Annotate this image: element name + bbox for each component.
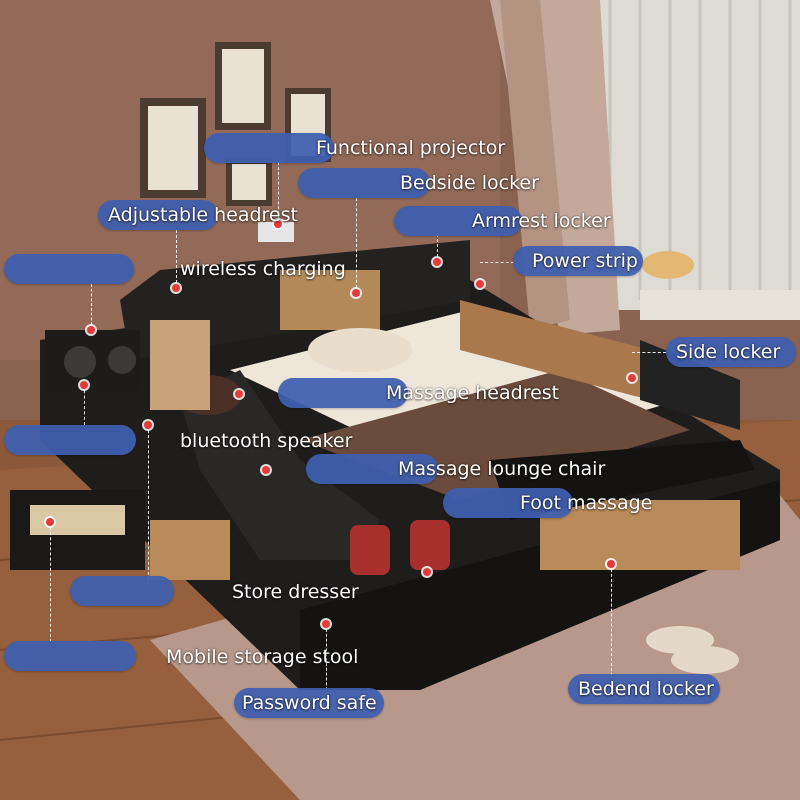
leader-line: [50, 522, 51, 642]
leader-line: [176, 230, 177, 288]
leader-line: [480, 262, 514, 263]
label-bluetooth-speaker: bluetooth speaker: [180, 430, 353, 452]
marker-projector: [274, 220, 282, 228]
label-store-dresser: Store dresser: [232, 581, 359, 603]
label-adjustable-headrest: Adjustable headrest: [108, 204, 298, 226]
callout-pill: [204, 133, 334, 163]
callout-pill: [568, 674, 720, 704]
leader-line: [91, 284, 92, 330]
marker-lounge-chair: [262, 466, 270, 474]
label-bedend-locker: Bedend locker: [578, 678, 714, 700]
callout-pill: [513, 246, 643, 276]
callout-pill: [4, 425, 136, 455]
marker-bedside-locker: [352, 289, 360, 297]
label-armrest-locker: Armrest locker: [472, 210, 611, 232]
leader-line: [356, 198, 357, 293]
callout-pill: [306, 454, 438, 484]
marker-armrest-locker: [433, 258, 441, 266]
callout-pill: [278, 378, 408, 408]
label-foot-massage: Foot massage: [520, 492, 653, 514]
marker-adjustable-headrest: [172, 284, 180, 292]
leader-line: [326, 624, 327, 700]
callout-pill: [298, 168, 430, 198]
marker-foot-massage: [423, 568, 431, 576]
callout-pill: [4, 254, 134, 284]
callout-pill: [70, 576, 174, 606]
marker-speaker: [80, 381, 88, 389]
leader-line: [278, 162, 279, 224]
marker-drawer: [46, 518, 54, 526]
leader-line: [148, 425, 149, 585]
callout-pill: [666, 337, 796, 367]
leader-line: [437, 234, 438, 262]
marker-side-locker: [628, 374, 636, 382]
marker-massage-headrest: [235, 390, 243, 398]
label-side-locker: Side locker: [676, 341, 781, 363]
marker-password-safe: [322, 620, 330, 628]
callout-pill: [443, 488, 573, 518]
leader-line: [632, 352, 666, 353]
label-massage-headrest: Massage headrest: [386, 382, 560, 404]
marker-wireless-charging: [87, 326, 95, 334]
callout-pill: [4, 641, 136, 671]
marker-store-dresser: [607, 560, 615, 568]
callout-pill: [234, 688, 384, 718]
label-functional-projector: Functional projector: [316, 137, 506, 159]
label-massage-lounge-chair: Massage lounge chair: [398, 458, 606, 480]
callout-pill: [394, 206, 522, 236]
label-power-strip: Power strip: [532, 250, 638, 272]
marker-power-strip: [476, 280, 484, 288]
label-wireless-charging: wireless charging: [180, 258, 346, 280]
callout-pill: [98, 200, 218, 230]
leader-line: [611, 564, 612, 676]
label-bedside-locker: Bedside locker: [400, 172, 539, 194]
marker-dresser-tray: [144, 421, 152, 429]
label-mobile-storage-stool: Mobile storage stool: [166, 646, 359, 668]
leader-line: [84, 385, 85, 425]
label-password-safe: Password safe: [242, 692, 377, 714]
